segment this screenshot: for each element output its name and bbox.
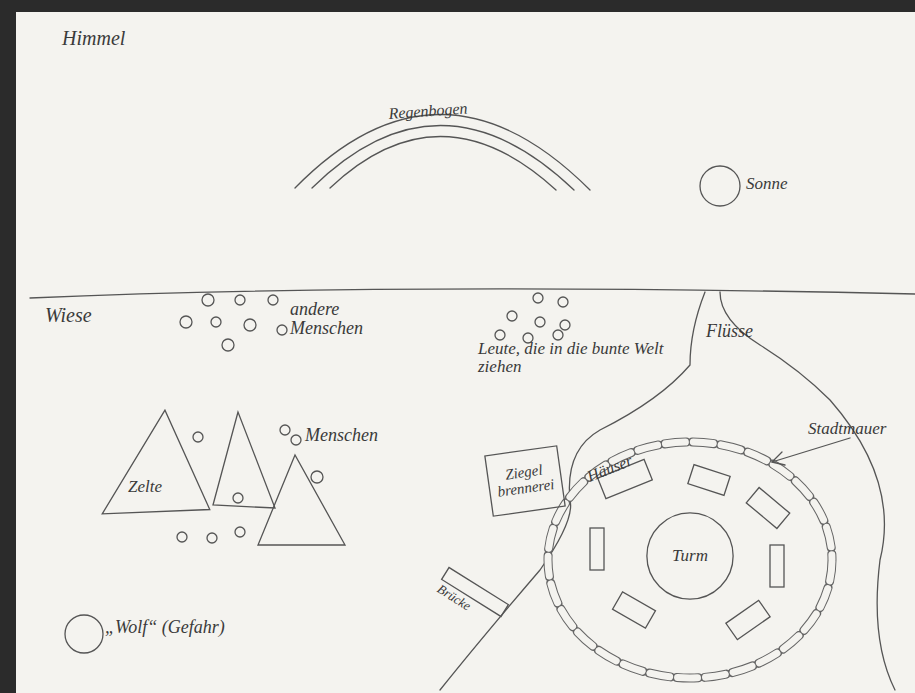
tent-triangle xyxy=(258,455,345,545)
sketch-label: „Wolf“ (Gefahr) xyxy=(105,618,265,637)
sketch-label: andere Menschen xyxy=(290,300,410,338)
node-text: Zelte xyxy=(110,478,180,496)
sketch-label: Stadtmauer xyxy=(808,420,908,438)
city-wall xyxy=(548,442,832,678)
sketch-label: Wiese xyxy=(45,305,125,326)
rect-outline xyxy=(485,446,565,516)
house-blocks xyxy=(590,459,790,639)
node-text-wrap: Turm xyxy=(646,547,734,565)
sketch-label: Menschen xyxy=(305,426,415,445)
node-text-wrap: Zelte xyxy=(110,478,180,496)
node-text-wrap: Ziegel brennerei xyxy=(486,460,564,501)
leader-line xyxy=(772,438,850,462)
sketch-label: Flüsse xyxy=(706,322,796,341)
leader-arrowhead xyxy=(772,452,785,465)
tent-triangle xyxy=(213,412,275,508)
node-text: Ziegel brennerei xyxy=(486,460,564,501)
sketch-label: Leute, die in die bunte Welt ziehen xyxy=(478,340,668,376)
rainbow-arc xyxy=(330,136,556,190)
city-wall-inner xyxy=(548,442,832,678)
rainbow-arc xyxy=(312,125,574,190)
wolf-circle xyxy=(65,615,103,653)
sun-circle xyxy=(700,166,740,206)
sketch-label: Himmel xyxy=(62,28,182,49)
circle-outline xyxy=(647,513,733,599)
tower-circle: Turm xyxy=(646,512,734,600)
horizon-line xyxy=(30,289,915,298)
people-dots xyxy=(177,293,570,543)
tent-triangle: Zelte xyxy=(100,408,212,516)
rainbow-arc xyxy=(295,114,590,190)
node-text: Turm xyxy=(646,547,734,565)
triangle-outline xyxy=(102,410,210,514)
sketch-label: Sonne xyxy=(746,175,836,193)
kiln-box: Ziegel brennerei xyxy=(484,445,566,517)
node-outline xyxy=(100,408,212,516)
